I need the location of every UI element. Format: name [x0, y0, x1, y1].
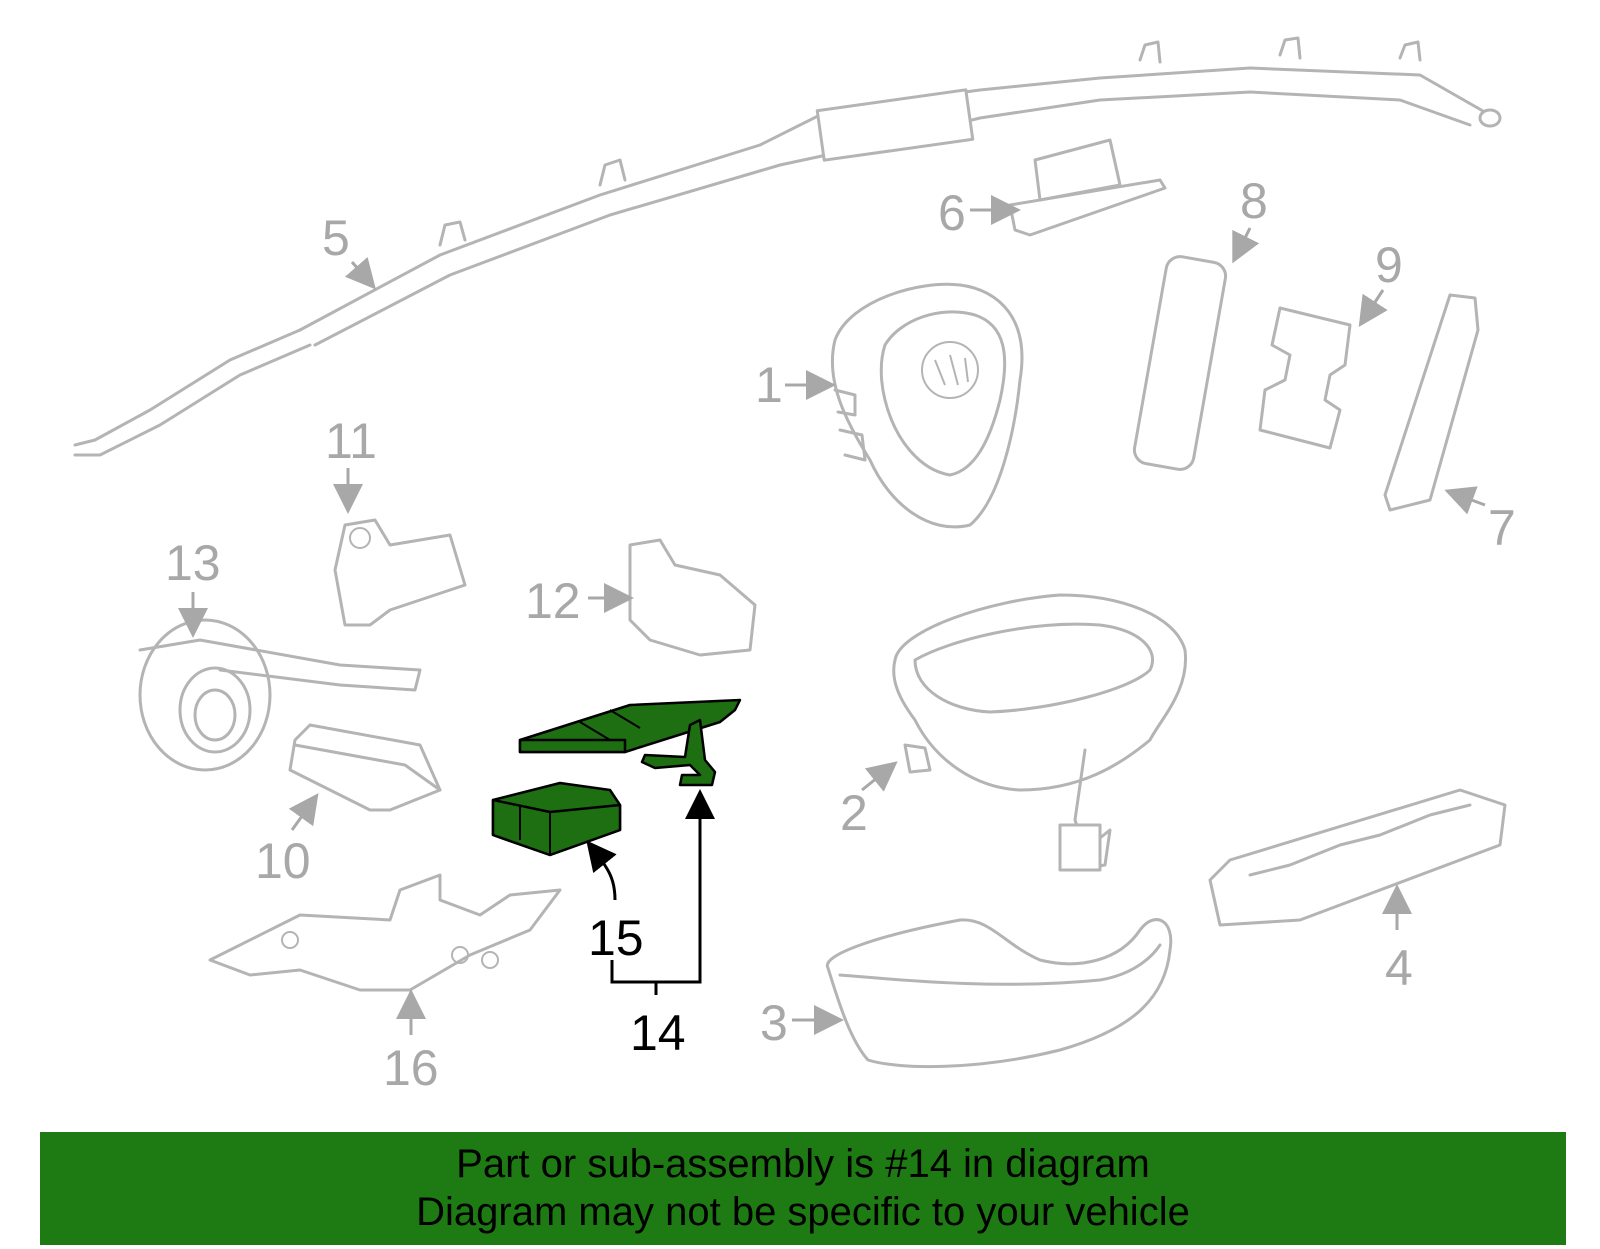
callout-12: 12 — [525, 573, 581, 629]
notice-banner: Part or sub-assembly is #14 in diagram D… — [40, 1132, 1566, 1245]
callout-9: 9 — [1375, 237, 1403, 293]
part-15-highlighted-block — [491, 781, 622, 857]
part-2-passenger-airbag — [892, 593, 1188, 872]
callout-15: 15 — [588, 910, 644, 966]
part-14-highlighted-assembly — [518, 698, 742, 787]
callout-3: 3 — [760, 995, 788, 1051]
callout-2: 2 — [840, 785, 868, 841]
part-5-curtain-airbag — [73, 36, 1502, 457]
callout-5: 5 — [322, 210, 350, 266]
part-8-knee-airbag — [1132, 255, 1228, 471]
callout-8: 8 — [1240, 173, 1268, 229]
callout-14: 14 — [630, 1005, 686, 1061]
callout-10: 10 — [255, 833, 311, 889]
part-12-sensor — [628, 538, 757, 657]
part-10-sensing-module — [288, 723, 442, 812]
part-11-sensor-bracket — [333, 518, 467, 627]
banner-line-2: Diagram may not be specific to your vehi… — [416, 1190, 1190, 1234]
callout-1: 1 — [755, 357, 783, 413]
callout-16: 16 — [383, 1040, 439, 1096]
part-9-module — [1258, 306, 1352, 450]
callout-11: 11 — [325, 413, 377, 469]
callout-13: 13 — [165, 535, 221, 591]
airbag-parts-diagram: 5 6 8 9 7 1 11 12 13 10 2 3 4 16 15 14 — [73, 36, 1516, 1096]
banner-line-1: Part or sub-assembly is #14 in diagram — [456, 1142, 1150, 1186]
part-7-side-airbag — [1383, 293, 1480, 512]
callout-7: 7 — [1488, 500, 1516, 556]
callout-4: 4 — [1385, 940, 1413, 996]
part-1-driver-airbag — [830, 282, 1024, 529]
part-16-bracket — [208, 873, 562, 992]
callout-6: 6 — [938, 185, 966, 241]
part-6-bracket — [1008, 138, 1167, 237]
part-3-bolster — [825, 918, 1173, 1069]
part-4-module — [1208, 788, 1507, 927]
